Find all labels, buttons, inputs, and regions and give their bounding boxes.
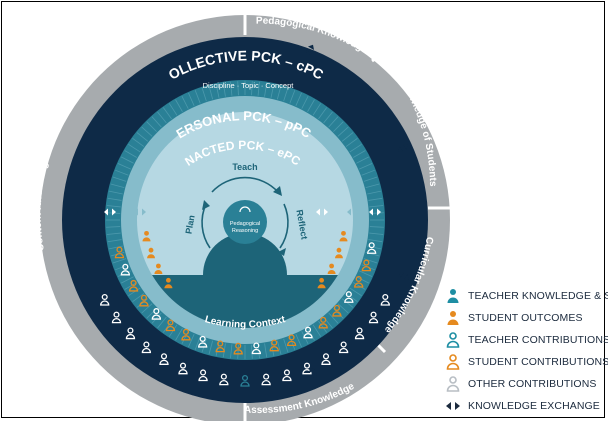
exchange-arrow-icon <box>308 367 318 379</box>
legend-item: KNOWLEDGE EXCHANGE <box>444 395 608 417</box>
contributor-icon <box>219 373 229 386</box>
ring-contributor-icon <box>318 316 328 329</box>
legend-label: STUDENT OUTCOMES <box>468 312 583 324</box>
student-outcome-icon <box>164 277 173 289</box>
student-outcome-icon <box>147 247 156 259</box>
legend-label: OTHER CONTRIBUTIONS <box>468 378 597 390</box>
exchange-arrow-icon <box>305 44 315 56</box>
person-icon <box>446 376 460 392</box>
contributor-icon <box>338 341 349 354</box>
cycle-teach: Teach <box>232 162 257 172</box>
contributor-icon <box>321 353 331 365</box>
contributor-icon <box>240 374 250 387</box>
ring-contributor-icon <box>165 319 176 332</box>
legend-item: TEACHER CONTRIBUTIONS <box>444 329 608 351</box>
legend-item: STUDENT CONTRIBUTIONS <box>444 351 608 373</box>
exchange-arrow-icon <box>316 208 328 216</box>
contributor-icon <box>380 293 390 306</box>
legend-label: KNOWLEDGE EXCHANGE <box>468 400 600 412</box>
ring-contributor-icon <box>303 326 313 339</box>
contributor-icon <box>302 362 312 375</box>
legend-item: STUDENT OUTCOMES <box>444 307 608 329</box>
contributor-icon <box>282 369 292 382</box>
reasoning-icon <box>239 206 251 213</box>
exchange-arrow-icon <box>104 208 116 216</box>
ring-contributor-icon <box>354 275 364 288</box>
exchange-arrow-icon <box>398 143 408 153</box>
contributor-icon <box>354 327 365 340</box>
ring-contributor-icon <box>233 342 243 355</box>
contributor-icon <box>100 293 110 306</box>
ring-contributor-icon <box>215 340 225 353</box>
contributor-icon <box>141 341 152 354</box>
person-icon <box>447 289 459 303</box>
exchange-arrow-icon <box>66 208 78 216</box>
legend: TEACHER KNOWLEDGE & SKILLS STUDENT OUTCOM… <box>444 285 608 417</box>
contributor-icon <box>261 373 271 386</box>
exchange-arrow-icon <box>399 271 409 281</box>
student-outcome-icon <box>154 263 163 274</box>
knowledge-exchange-arrows <box>66 44 409 379</box>
ring-contributor-icon <box>251 342 261 355</box>
ring-contributor-icon <box>128 279 139 292</box>
exchange-arrow-icon <box>369 208 381 216</box>
ring-contributor-icon <box>139 294 149 307</box>
ring-contributor-icon <box>269 339 279 352</box>
contributor-icon <box>159 353 169 365</box>
contributor-icon <box>125 327 136 340</box>
legend-label: STUDENT CONTRIBUTIONS <box>468 356 608 368</box>
cycle-arrowheads <box>202 186 286 256</box>
person-icon <box>446 332 460 348</box>
ring-contributor-icon <box>120 263 130 276</box>
contributor-icon <box>178 362 188 375</box>
student-outcome-icon <box>334 247 343 259</box>
exchange-arrow-icon <box>347 208 359 216</box>
ring-contributor-icon <box>286 334 297 347</box>
ring-contributor-icon <box>151 308 161 320</box>
exchange-arrow-icon <box>134 208 146 216</box>
personal-ring-hatch <box>106 81 384 359</box>
collective-subtitle: Discipline · Topic · Concept <box>203 81 295 90</box>
contributor-icon <box>368 311 379 324</box>
student-outcome-icon <box>327 263 336 274</box>
contributor-icon <box>198 369 208 382</box>
ring-contributor-icon <box>198 335 208 348</box>
ring-contributor-icon <box>114 246 125 259</box>
reasoning-circle <box>223 200 267 244</box>
legend-label: TEACHER KNOWLEDGE & SKILLS <box>468 290 608 302</box>
ring-contributor-icon <box>181 328 191 341</box>
reasoning-line1: Pedagogical <box>230 221 260 227</box>
ring-contributor-icon <box>361 259 372 272</box>
legend-item: OTHER CONTRIBUTIONS <box>444 373 608 395</box>
people-icons <box>100 230 390 387</box>
ring-contributor-icon <box>367 242 377 254</box>
person-icon <box>446 354 460 370</box>
double-arrow-icon <box>446 402 460 410</box>
ring-contributor-icon <box>344 291 354 303</box>
legend-item: TEACHER KNOWLEDGE & SKILLS <box>444 285 608 307</box>
contributor-icon <box>111 311 122 324</box>
cycle-plan: Plan <box>183 214 196 234</box>
legend-label: TEACHER CONTRIBUTIONS <box>468 334 608 346</box>
ring-contributor-icon <box>332 304 342 317</box>
student-outcome-icon <box>317 277 326 289</box>
learning-context-label: Learning Context <box>204 314 288 331</box>
student-outcome-icon <box>142 230 151 242</box>
person-icon <box>447 311 459 325</box>
student-outcome-icon <box>339 230 348 242</box>
reasoning-line2: Reasoning <box>232 228 258 234</box>
